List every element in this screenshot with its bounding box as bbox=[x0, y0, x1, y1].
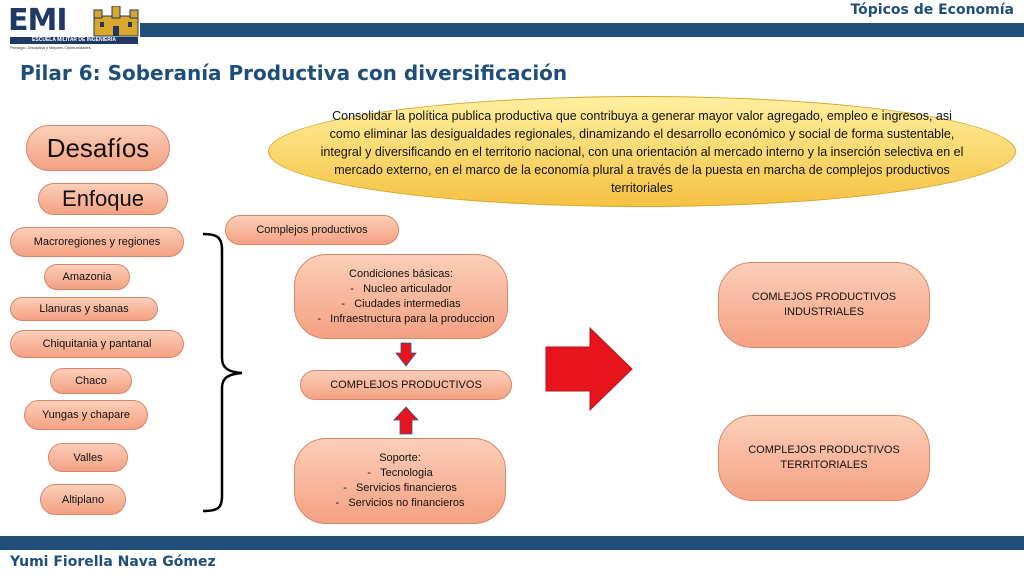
region-item: Altiplano bbox=[40, 484, 126, 515]
complejos-productivos-text: Complejos productivos bbox=[256, 224, 368, 236]
right-arrow-icon bbox=[545, 326, 633, 412]
right-brace bbox=[202, 232, 243, 513]
objective-text: Consolidar la política publica productiv… bbox=[320, 108, 964, 195]
industriales-box: COMLEJOS PRODUCTIVOS INDUSTRIALES bbox=[718, 262, 930, 348]
complejos-center-pill: COMPLEJOS PRODUCTIVOS bbox=[300, 370, 512, 400]
region-item: Macroregiones y regiones bbox=[10, 227, 184, 257]
logo-text: EMI bbox=[8, 3, 68, 38]
list-item: Servicios financieros bbox=[335, 481, 464, 496]
region-item: Amazonia bbox=[44, 264, 130, 290]
enfoque-label: Enfoque bbox=[38, 183, 168, 215]
header-bar bbox=[140, 23, 1024, 37]
castle-icon bbox=[93, 6, 139, 37]
complejos-center-text: COMPLEJOS PRODUCTIVOS bbox=[330, 379, 482, 391]
region-item: Llanuras y sbanas bbox=[10, 297, 158, 321]
desafios-label: Desafíos bbox=[26, 125, 170, 171]
region-item: Chiquitania y pantanal bbox=[10, 330, 184, 358]
list-item: Tecnologia bbox=[335, 466, 464, 481]
logo-band: ESCUELA MILITAR DE INGENIERIA bbox=[10, 37, 138, 44]
slide-title: Pilar 6: Soberanía Productiva con divers… bbox=[20, 61, 568, 85]
condiciones-box: Condiciones básicas: Nucleo articulador … bbox=[294, 254, 508, 339]
condiciones-title: Condiciones básicas: bbox=[349, 267, 453, 280]
soporte-title: Soporte: bbox=[379, 452, 421, 464]
list-item: Servicios no financieros bbox=[335, 496, 464, 511]
footer-bar bbox=[0, 536, 1024, 550]
territoriales-box: COMPLEJOS PRODUCTIVOS TERRITORIALES bbox=[718, 415, 930, 501]
list-item: Ciudades intermedias bbox=[307, 297, 494, 312]
region-item: Chaco bbox=[50, 368, 132, 394]
enfoque-text: Enfoque bbox=[62, 186, 144, 211]
condiciones-list: Nucleo articulador Ciudades intermedias … bbox=[307, 282, 494, 327]
author-name: Yumi Fiorella Nava Gómez bbox=[10, 554, 216, 570]
course-title: Tópicos de Economía bbox=[850, 2, 1014, 18]
soporte-list: Tecnologia Servicios financieros Servici… bbox=[335, 466, 464, 511]
region-item: Valles bbox=[48, 443, 128, 472]
territoriales-text: COMPLEJOS PRODUCTIVOS TERRITORIALES bbox=[748, 444, 900, 471]
objective-ellipse: Consolidar la política publica productiv… bbox=[268, 96, 1016, 207]
region-item: Yungas y chapare bbox=[24, 400, 148, 430]
complejos-productivos-pill: Complejos productivos bbox=[225, 215, 399, 245]
emi-logo: EMI ESCUELA MILITAR DE INGENIERIA Presti… bbox=[8, 4, 140, 50]
down-arrow-icon bbox=[395, 342, 417, 367]
up-arrow-icon bbox=[393, 406, 419, 435]
logo-motto: Prestigio, Disciplina y Mejores Oportuni… bbox=[10, 45, 91, 50]
desafios-text: Desafíos bbox=[46, 132, 150, 163]
list-item: Nucleo articulador bbox=[307, 282, 494, 297]
list-item: Infraestructura para la produccion bbox=[307, 312, 494, 327]
soporte-box: Soporte: Tecnologia Servicios financiero… bbox=[294, 438, 506, 524]
industriales-text: COMLEJOS PRODUCTIVOS INDUSTRIALES bbox=[751, 291, 897, 318]
